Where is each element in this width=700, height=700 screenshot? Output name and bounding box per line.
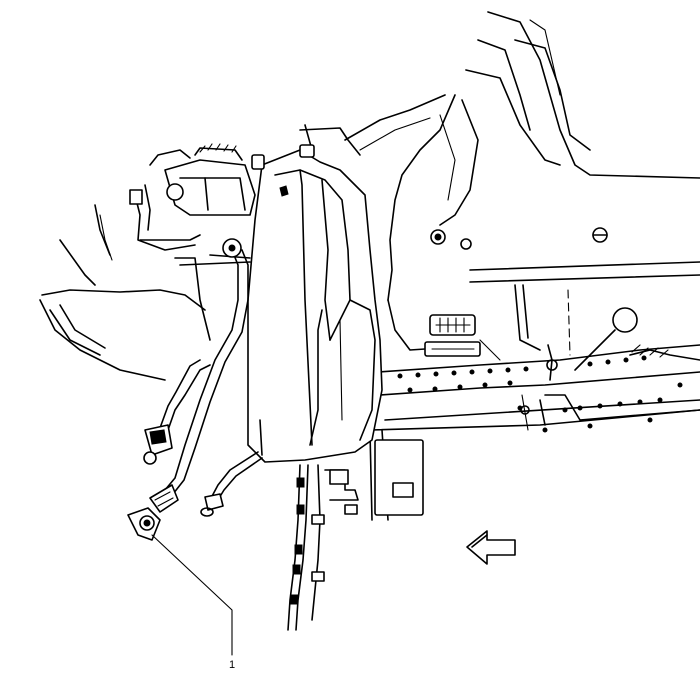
lower-bracket — [324, 429, 424, 521]
forward-arrow-icon — [466, 530, 516, 565]
inner-fender-panel — [344, 11, 700, 301]
engine-block-left — [39, 204, 251, 381]
battery-cable — [127, 238, 249, 541]
frame-rail — [369, 261, 700, 433]
callout-1: 1 — [151, 534, 235, 671]
ground-wire — [200, 451, 263, 517]
cap — [612, 307, 638, 333]
callout-1-label: 1 — [229, 659, 235, 671]
wiring-harness-lower — [287, 464, 358, 631]
starter-motor — [129, 143, 265, 251]
frame-rivets — [397, 355, 683, 433]
fluid-reservoir — [247, 124, 383, 463]
